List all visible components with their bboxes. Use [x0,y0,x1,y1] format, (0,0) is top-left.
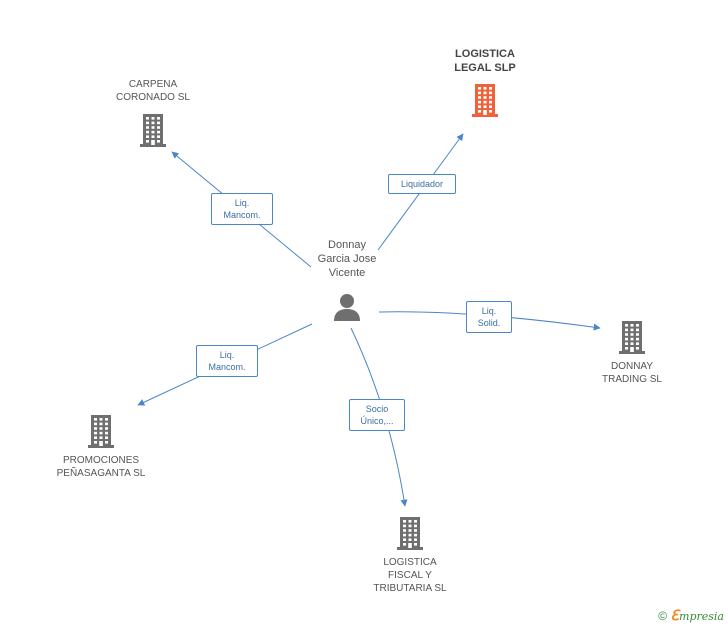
company-node-logistica-fiscal[interactable] [395,516,425,555]
company-name-line: LOGISTICA [455,48,515,60]
relation-label-line: Liq. [234,198,250,208]
company-name-line: CARPENA [128,79,178,90]
relation-label-line: Socio [365,404,389,414]
company-node-carpena-coronado[interactable] [138,113,168,152]
person-name-line: Vicente [328,267,366,279]
relation-label-line: Único,... [360,416,394,426]
building-icon [472,84,498,117]
company-name-line: FISCAL Y [388,570,432,581]
company-name-line: TRIBUTARIA SL [373,583,447,594]
relation-label-line: Solid. [477,318,501,328]
person-name-line: Garcia Jose [317,253,377,265]
building-icon [397,517,423,550]
company-name-line: TRADING SL [601,374,662,385]
company-name-line: PROMOCIONES [62,455,140,466]
brand-initial: ℇ [670,608,680,624]
relation-label-line: Liq. [219,350,235,360]
company-name-line: LEGAL SLP [454,62,516,74]
company-name-logistica-fiscal[interactable]: LOGISTICA FISCAL Y TRIBUTARIA SL [340,556,480,595]
building-icon [140,114,166,147]
company-node-donnay-trading[interactable] [617,320,647,359]
relation-label-carpena-coronado[interactable]: Liq. Mancom. [211,193,273,225]
relation-label-promociones-penasaganta[interactable]: Liq. Mancom. [196,345,258,377]
relation-label-line: Liq. [481,306,497,316]
company-name-line: LOGISTICA [383,557,437,568]
relation-label-donnay-trading[interactable]: Liq. Solid. [466,301,512,333]
company-name-promociones-penasaganta[interactable]: PROMOCIONES PEÑASAGANTA SL [31,454,171,480]
copyright-symbol: © [658,609,668,623]
person-name-line: Donnay [328,239,366,251]
company-node-promociones-penasaganta[interactable] [86,414,116,453]
company-name-carpena-coronado[interactable]: CARPENA CORONADO SL [83,78,223,104]
company-name-line: PEÑASAGANTA SL [56,468,146,479]
person-node[interactable] [332,292,362,327]
company-name-line: CORONADO SL [116,92,190,103]
company-name-logistica-legal[interactable]: LOGISTICA LEGAL SLP [415,47,555,75]
building-icon [619,321,645,354]
relation-label-line: Mancom. [208,362,246,372]
relation-label-line: Liquidador [400,179,444,189]
relation-label-logistica-legal[interactable]: Liquidador [388,174,456,194]
company-name-line: DONNAY [610,361,654,372]
company-name-donnay-trading[interactable]: DONNAY TRADING SL [562,360,702,386]
person-icon [334,294,360,321]
relation-label-line: Mancom. [223,210,261,220]
company-node-logistica-legal[interactable] [470,83,500,122]
building-icon [88,415,114,448]
copyright-notice: © ℇmpresia [658,608,724,624]
brand-name: mpresia [679,610,724,623]
